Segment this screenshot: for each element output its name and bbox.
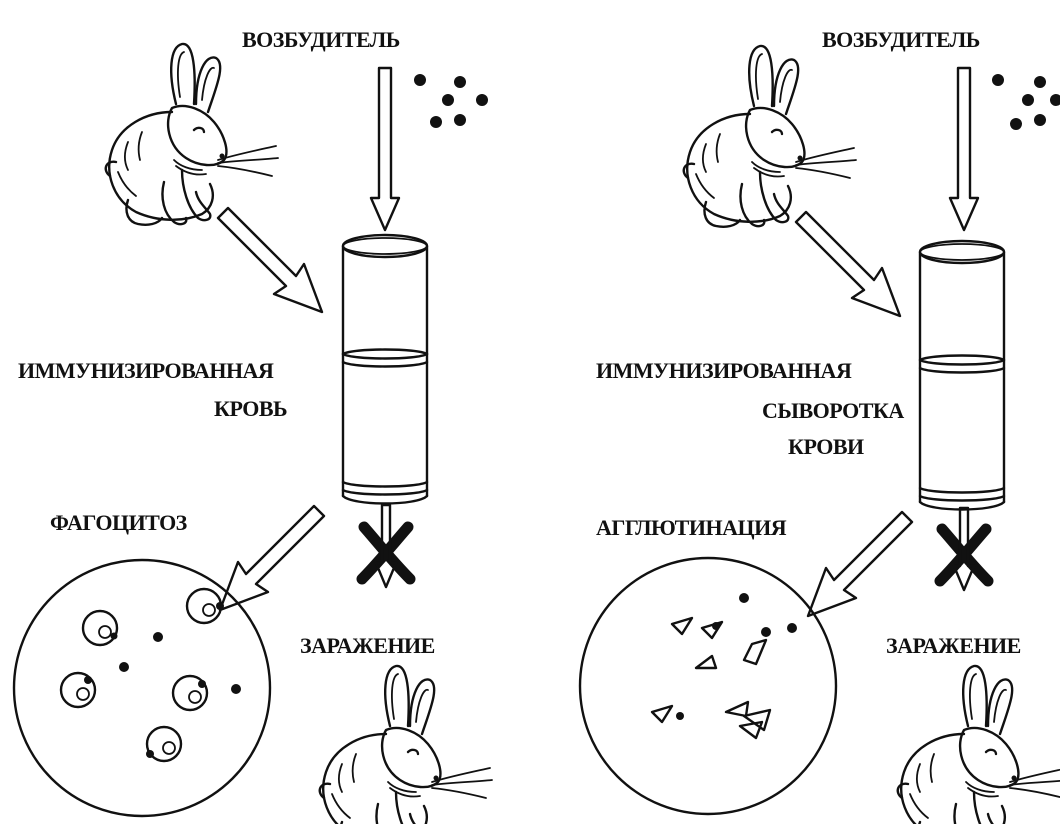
- left-immunized-label-2: КРОВЬ: [214, 396, 287, 421]
- right-pathogen-arrow: [950, 68, 978, 230]
- left-blocked-icon: [362, 527, 410, 579]
- left-donor-arrow: [218, 208, 322, 312]
- right-donor-rabbit: [684, 46, 856, 227]
- right-immunized-label-2: СЫВОРОТКА: [762, 398, 904, 423]
- right-immunized-label-3: КРОВИ: [788, 434, 864, 459]
- left-recipient-rabbit: [320, 666, 492, 824]
- right-donor-arrow: [796, 212, 900, 316]
- right-agglutination-dish: [580, 558, 836, 814]
- left-donor-rabbit: [106, 44, 278, 225]
- left-pathogen-label: ВОЗБУДИТЕЛЬ: [242, 27, 400, 52]
- right-process-arrow: [808, 512, 912, 616]
- right-recipient-rabbit: [898, 666, 1060, 824]
- left-phagocytosis-dish: [14, 560, 270, 816]
- left-test-tube: [343, 235, 427, 504]
- right-pathogen-label: ВОЗБУДИТЕЛЬ: [822, 27, 980, 52]
- right-blocked-icon: [940, 529, 988, 581]
- left-pathogen-dots: [414, 74, 488, 128]
- right-immunized-label-1: ИММУНИЗИРОВАННАЯ: [596, 358, 852, 383]
- right-pathogen-dots: [992, 74, 1060, 130]
- left-infection-label: ЗАРАЖЕНИЕ: [300, 633, 435, 658]
- right-infection-label: ЗАРАЖЕНИЕ: [886, 633, 1021, 658]
- left-pathogen-arrow: [371, 68, 399, 230]
- left-process-arrow: [220, 506, 324, 610]
- right-process-label: АГГЛЮТИНАЦИЯ: [596, 515, 787, 540]
- right-panel: ВОЗБУДИТЕЛЬ ИММУНИЗИРОВАННАЯ СЫВОРОТКА К…: [580, 27, 1060, 824]
- left-panel: ВОЗБУДИТЕЛЬ ИММУНИЗИРОВАННАЯ КРОВЬ ФАГОЦ…: [14, 27, 492, 824]
- right-test-tube: [920, 241, 1004, 510]
- left-process-label: ФАГОЦИТОЗ: [50, 510, 188, 535]
- left-immunized-label-1: ИММУНИЗИРОВАННАЯ: [18, 358, 274, 383]
